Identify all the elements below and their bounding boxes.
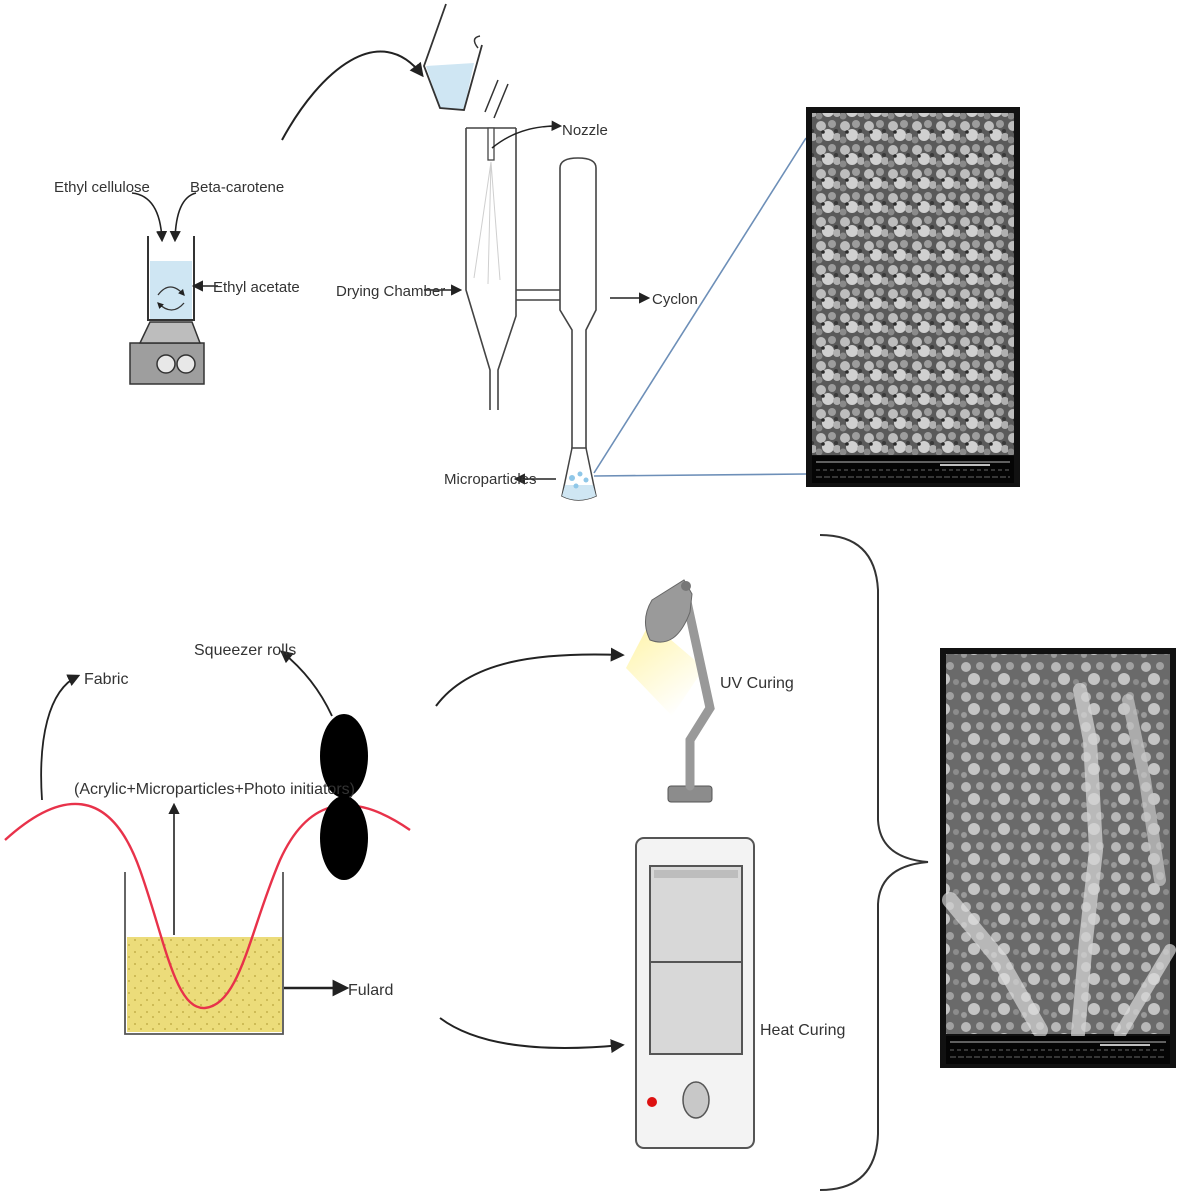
- magnetic-stirrer-icon: [129, 236, 205, 385]
- label-nozzle: Nozzle: [562, 122, 608, 139]
- label-fulard: Fulard: [348, 982, 393, 999]
- arrow-to-heat-curing: [439, 1017, 625, 1054]
- curing-oven-icon: [635, 837, 755, 1149]
- sem-image-microparticles: [806, 107, 1020, 487]
- label-cyclon: Cyclon: [652, 291, 698, 308]
- label-uv-curing: UV Curing: [720, 675, 794, 692]
- collection-flask-icon: [561, 447, 597, 501]
- label-microparticles: Microparticles: [444, 471, 537, 488]
- spray-dryer-icon: [465, 127, 560, 410]
- arrow-ethyl-cellulose: [131, 192, 168, 243]
- arrow-squeezer-rolls: [280, 650, 333, 717]
- arrow-nozzle: [491, 120, 563, 149]
- squeezer-rolls-icon: [320, 714, 368, 880]
- desk-lamp-icon: [626, 579, 715, 803]
- label-beta-carotene: Beta-carotene: [190, 179, 284, 196]
- padding-bath-icon: [124, 872, 284, 1035]
- brace-icon: [819, 534, 929, 1191]
- pouring-beaker-icon: [423, 3, 509, 119]
- cyclone-icon: [559, 157, 597, 471]
- zoom-line-top: [593, 137, 807, 474]
- sem-image-treated-fabric: [940, 648, 1176, 1068]
- label-squeezer-rolls: Squeezer rolls: [194, 642, 296, 659]
- arrow-beta-carotene: [169, 192, 197, 243]
- label-bath-contents: (Acrylic+Microparticles+Photo initiators…: [74, 781, 355, 798]
- arrow-fabric: [40, 674, 81, 801]
- arrow-to-uv-curing: [435, 647, 625, 707]
- fabric-line: [4, 802, 411, 1010]
- arrow-to-spray-dryer: [281, 50, 424, 141]
- zoom-line-bottom: [593, 473, 807, 477]
- label-ethyl-cellulose: Ethyl cellulose: [54, 179, 150, 196]
- label-fabric: Fabric: [84, 671, 128, 688]
- label-drying-chamber: Drying Chamber: [336, 283, 445, 300]
- label-ethyl-acetate: Ethyl acetate: [213, 279, 300, 296]
- label-heat-curing: Heat Curing: [760, 1022, 845, 1039]
